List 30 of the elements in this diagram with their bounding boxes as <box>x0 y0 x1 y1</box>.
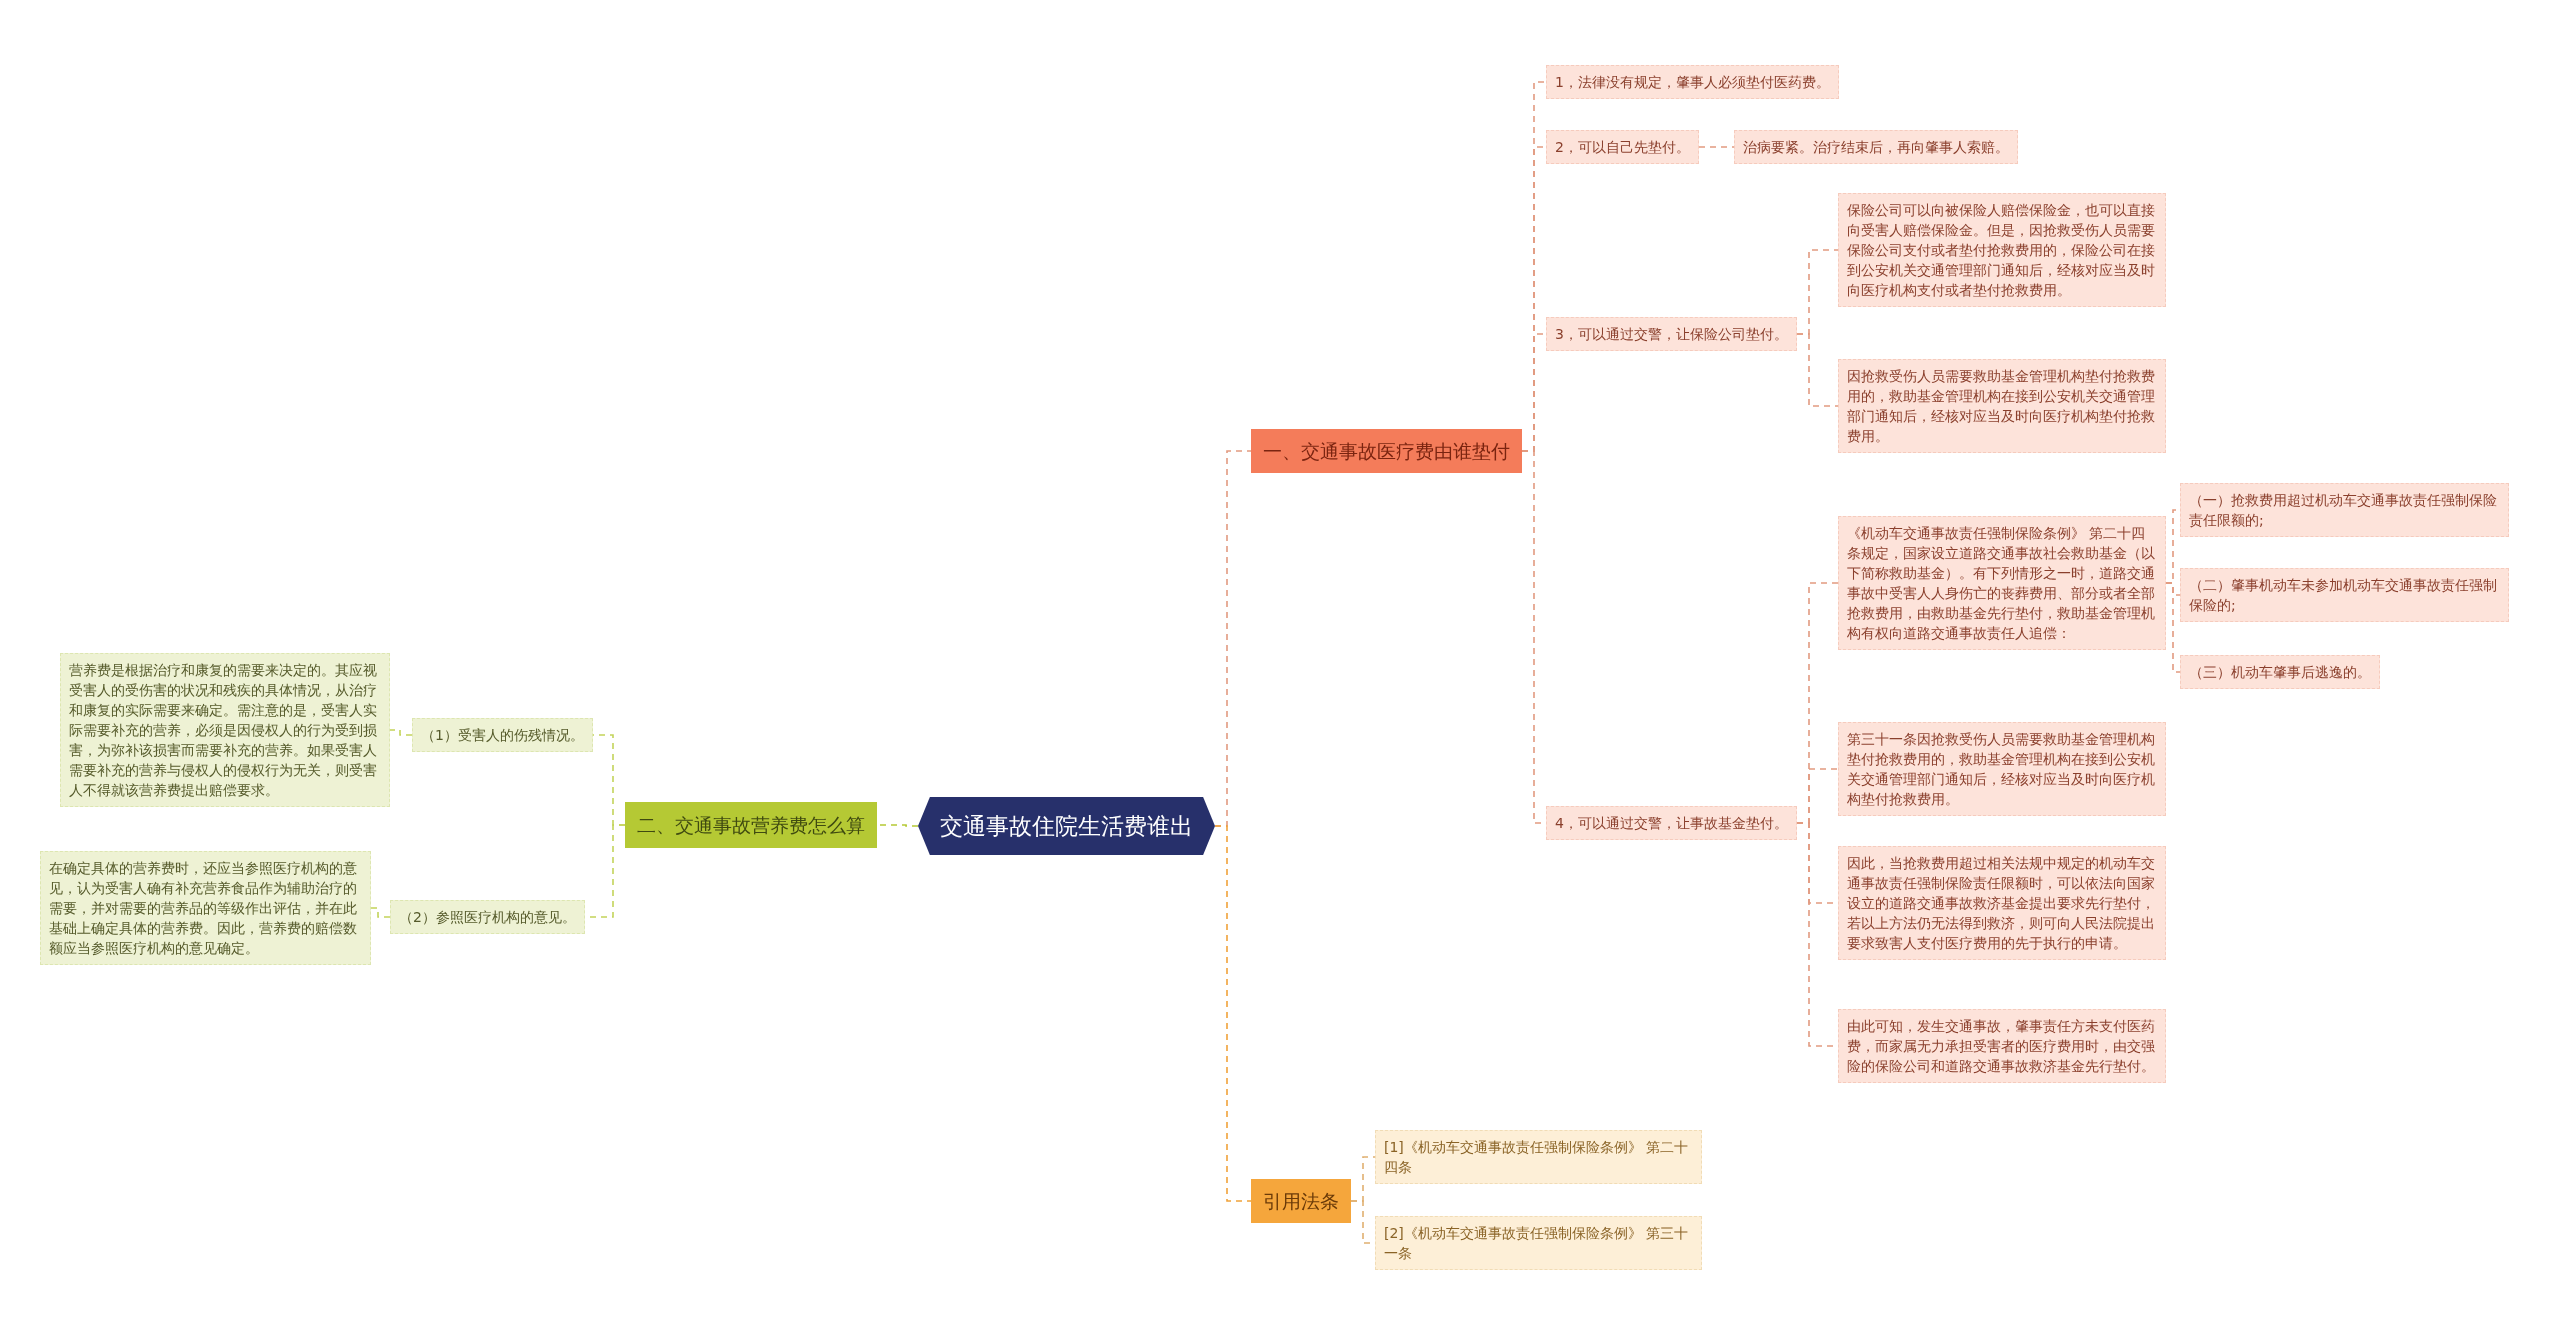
connector-line <box>2165 582 2181 673</box>
topic-box: （三）机动车肇事后逃逸的。 <box>2180 655 2380 689</box>
topic-box: 治病要紧。治疗结束后，再向肇事人索赔。 <box>1734 130 2018 164</box>
branch-box: 引用法条 <box>1251 1179 1351 1223</box>
topic-box: 1，法律没有规定，肇事人必须垫付医药费。 <box>1546 65 1839 99</box>
topic-box: （1）受害人的伤残情况。 <box>412 718 593 752</box>
topic-box: （2）参照医疗机构的意见。 <box>390 900 585 934</box>
connector-line <box>1214 825 1252 1202</box>
topic-box: 第三十一条因抢救受伤人员需要救助基金管理机构垫付抢救费用的，救助基金管理机构在接到公安机关交通管理部门通知后，经核对应当及时向医疗机构垫付抢救费用。 <box>1838 722 2166 816</box>
root-node: 交通事故住院生活费谁出 <box>918 797 1215 855</box>
topic-box: 因抢救受伤人员需要救助基金管理机构垫付抢救费用的，救助基金管理机构在接到公安机关交通管理部门通知后，经核对应当及时向医疗机构垫付抢救费用。 <box>1838 359 2166 453</box>
topic-box: 因此，当抢救费用超过相关法规中规定的机动车交通事故责任强制保险责任限额时，可以依法向国家设立的道路交通事故救济基金提出要求先行垫付，若以上方法仍无法得到救济，则可向人民法院提出要求致害人支付医疗费用的先于执行的申请。 <box>1838 846 2166 960</box>
reference-box: [2]《机动车交通事故责任强制保险条例》 第三十一条 <box>1375 1216 1702 1270</box>
reference-box: [1]《机动车交通事故责任强制保险条例》 第二十四条 <box>1375 1130 1702 1184</box>
topic-box: 4，可以通过交警，让事故基金垫付。 <box>1546 806 1797 840</box>
topic-box: 3，可以通过交警，让保险公司垫付。 <box>1546 317 1797 351</box>
connector-line <box>389 729 413 736</box>
branch-box: 一、交通事故医疗费由谁垫付 <box>1251 429 1522 473</box>
topic-box: 营养费是根据治疗和康复的需要来决定的。其应视受害人的受伤害的状况和残疾的具体情况，从治疗和康复的实际需要来确定。需注意的是，受害人实际需要补充的营养，必须是因侵权人的行为受到损害，为弥补该损害而需要补充的营养。如果受害人需要补充的营养与侵权人的侵权行为无关，则受害人不得就该营养费提出赔偿要求。 <box>60 653 390 807</box>
topic-box: 2，可以自己先垫付。 <box>1546 130 1699 164</box>
topic-box: 《机动车交通事故责任强制保险条例》 第二十四条规定，国家设立道路交通事故社会救助基金（以下简称救助基金）。有下列情形之一时，道路交通事故中受害人人身伤亡的丧葬费用、部分或者全部抢救费用，由救助基金先行垫付，救助基金管理机构有权向道路交通事故责任人追偿： <box>1838 516 2166 650</box>
topic-box: 在确定具体的营养费时，还应当参照医疗机构的意见，认为受害人确有补充营养食品作为辅助治疗的需要，并对需要的营养品的等级作出评估，并在此基础上确定具体的营养费。因此，营养费的赔偿数额应当参照医疗机构的意见确定。 <box>40 851 371 965</box>
connector-line <box>1796 333 1839 407</box>
connector-line <box>370 907 391 918</box>
connector-line <box>1698 146 1735 148</box>
branch-box: 二、交通事故营养费怎么算 <box>625 802 877 848</box>
topic-box: 由此可知，发生交通事故，肇事责任方未支付医药费，而家属无力承担受害者的医疗费用时，由交强险的保险公司和道路交通事故救济基金先行垫付。 <box>1838 1009 2166 1083</box>
topic-box: （一）抢救费用超过机动车交通事故责任强制保险责任限额的; <box>2180 483 2509 537</box>
topic-box: 保险公司可以向被保险人赔偿保险金，也可以直接向受害人赔偿保险金。但是，因抢救受伤人员需要保险公司支付或者垫付抢救费用的，保险公司在接到公安机关交通管理部门通知后，经核对应当及时向医疗机构支付或者垫付抢救费用。 <box>1838 193 2166 307</box>
topic-box: （二）肇事机动车未参加机动车交通事故责任强制保险的; <box>2180 568 2509 622</box>
